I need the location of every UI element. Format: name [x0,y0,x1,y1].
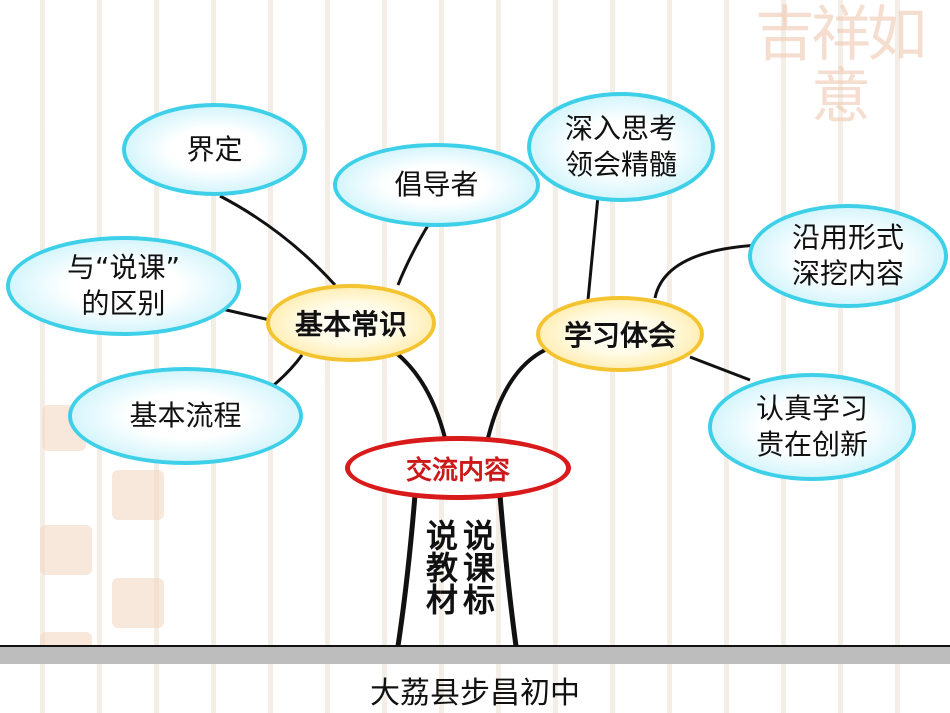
trunk-left-line [395,494,418,647]
center-node-label: 交流内容 [405,455,510,486]
leaf-advocate-label: 倡导者 [394,168,479,201]
trunk-label-curriculum-standard: 说课标 [462,520,496,616]
trunk-label-curriculum-standard-text: 说课标 [462,520,496,616]
leaf-form: 沿用形式 深挖内容 [748,204,948,308]
leaf-form-line-1: 沿用形式 [791,221,904,254]
leaf-difference-line-2: 的区别 [81,287,166,320]
leaf-deep-thinking-line-2: 领会精髓 [564,148,677,181]
center-to-right-hub-line [486,348,546,439]
seal-watermark-4 [112,578,164,628]
leaf-difference-line-1: 与“说课” [66,251,180,284]
leaf-deep-thinking: 深入思考 领会精髓 [527,92,715,202]
line-to-leaf-form [653,243,761,299]
seal-watermark-2 [112,470,164,520]
leaf-process: 基本流程 [68,367,303,465]
line-to-leaf-advocate [396,221,432,286]
leaf-innovation-line-2: 贵在创新 [755,428,868,461]
trunk-right-line [497,494,519,647]
hub-learning-insights-label: 学习体会 [563,319,676,352]
leaf-define-label: 界定 [186,132,243,166]
trunk-char: 标 [462,581,495,619]
brand-watermark: 吉祥如意 [755,0,927,132]
trunk-char: 教 [425,549,458,587]
leaf-process-label: 基本流程 [129,399,242,432]
trunk-char: 课 [462,549,495,587]
leaf-deep-thinking-line-1: 深入思考 [564,112,677,145]
ground-bar [0,646,950,664]
line-to-leaf-deep-thinking [586,195,600,301]
line-to-leaf-innovation [689,355,751,382]
trunk-char: 说 [425,517,458,555]
leaf-innovation-line-1: 认真学习 [755,392,868,425]
center-to-left-hub-line [393,350,447,439]
trunk-char: 材 [425,581,458,619]
hub-learning-insights: 学习体会 [536,296,704,372]
trunk-label-teaching-materials-text: 说教材 [425,520,459,616]
leaf-form-line-2: 深挖内容 [791,257,904,290]
leaf-define: 界定 [122,103,307,196]
center-node: 交流内容 [345,436,571,500]
footer-school-name: 大荔县步昌初中 [370,676,580,711]
line-to-leaf-difference [221,307,271,322]
seal-watermark-3 [40,525,92,575]
trunk-char: 说 [462,517,495,555]
leaf-innovation: 认真学习 贵在创新 [708,373,916,481]
hub-basic-knowledge-label: 基本常识 [294,308,407,341]
hub-basic-knowledge: 基本常识 [266,284,436,362]
leaf-advocate: 倡导者 [333,143,540,227]
trunk-label-teaching-materials: 说教材 [425,520,459,616]
leaf-difference: 与“说课” 的区别 [6,236,241,336]
line-to-leaf-define [219,194,337,287]
